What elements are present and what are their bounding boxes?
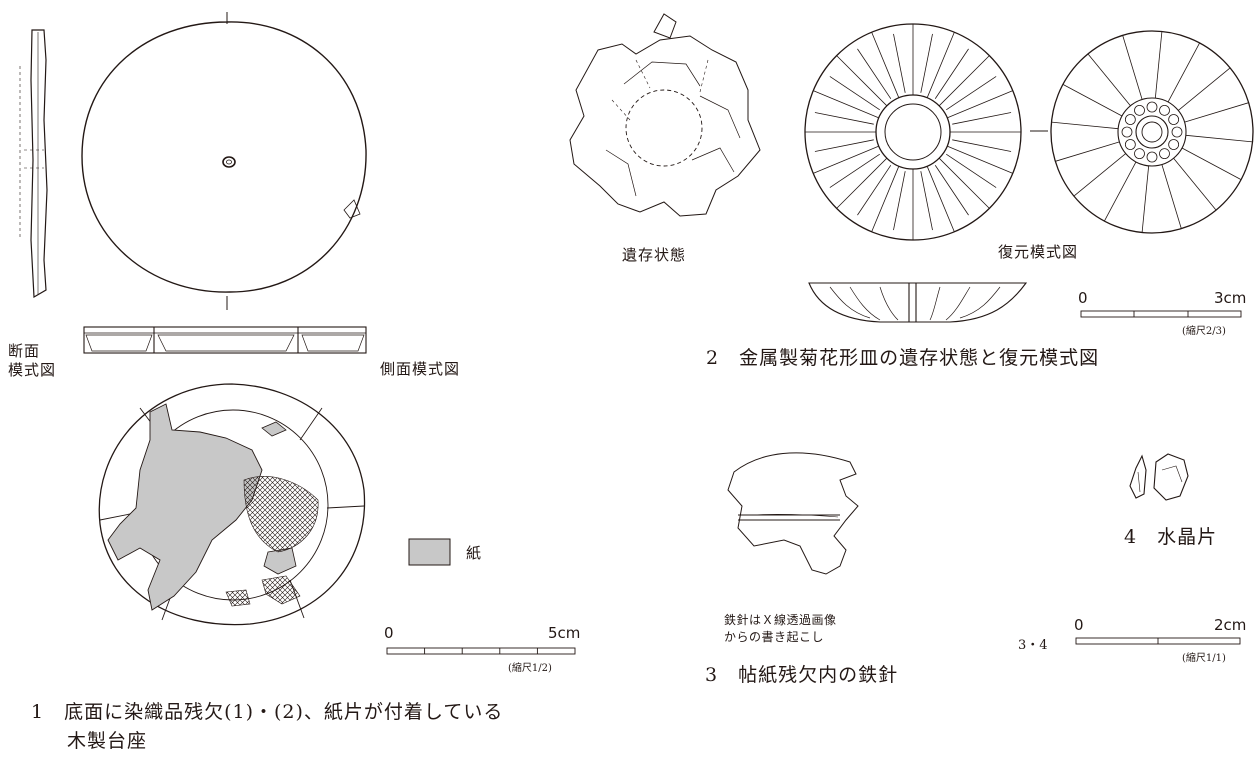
- scale-3cm-ratio: (縮尺2/3): [1182, 326, 1226, 337]
- petal-line: [814, 139, 874, 152]
- scale-bar-5cm: [386, 647, 576, 655]
- scale-5cm-ratio: (縮尺1/2): [508, 663, 552, 674]
- chrysanthemum-dish-reconstruction-bottom: [1050, 30, 1254, 234]
- petal-line: [1184, 102, 1249, 123]
- scale-2cm-ratio: (縮尺1/1): [1182, 653, 1226, 664]
- chrysanthemum-dish-reconstruction-top: [804, 23, 1022, 241]
- petal-line: [1122, 35, 1143, 100]
- side-view-label: 側面模式図: [380, 360, 461, 378]
- petal-line: [1055, 141, 1120, 162]
- figure1-caption-line2: 木製台座: [67, 730, 148, 752]
- petal-line: [813, 90, 879, 119]
- petal-line: [938, 55, 990, 107]
- needle-note-line2: からの書き起こし: [724, 630, 825, 644]
- scale-2cm-max: 2cm: [1214, 616, 1247, 634]
- petal-line: [1185, 134, 1253, 143]
- petal-line: [871, 166, 900, 232]
- petal-line: [934, 165, 969, 216]
- center-petal: [1146, 101, 1158, 113]
- scale-bar-2cm: [1075, 637, 1241, 645]
- scale-3cm-max: 3cm: [1214, 289, 1247, 307]
- scale-5cm-zero: 0: [384, 624, 394, 642]
- petal-line: [893, 33, 906, 93]
- center-petal: [1159, 148, 1170, 160]
- petal-line: [1051, 121, 1119, 130]
- wooden-pedestal-side-view: [83, 326, 367, 354]
- scale-bar-3cm: [1080, 310, 1242, 318]
- center-petal: [1168, 114, 1180, 125]
- reconstruction-label: 復元模式図: [998, 243, 1079, 261]
- wooden-pedestal-bottom-view: [98, 383, 366, 626]
- center-petal: [1134, 104, 1145, 116]
- petal-line: [814, 112, 874, 125]
- petal-line: [920, 171, 933, 231]
- section-label-2: 模式図: [8, 361, 57, 379]
- petal-line: [1161, 164, 1182, 229]
- legend-paper-swatch: [408, 538, 451, 566]
- petal-line: [947, 145, 1013, 174]
- petal-line: [1087, 53, 1131, 106]
- petal-line: [1167, 42, 1200, 103]
- petal-line: [1154, 31, 1163, 99]
- petal-line: [934, 48, 969, 99]
- petal-line: [829, 153, 880, 188]
- petal-line: [926, 32, 955, 98]
- petal-line: [1173, 158, 1217, 211]
- scale-2cm-prefix: 3・4: [1018, 638, 1048, 653]
- petal-line: [893, 171, 906, 231]
- petal-line: [946, 76, 997, 111]
- scale-5cm-max: 5cm: [548, 624, 581, 642]
- petal-line: [938, 157, 990, 209]
- petal-line: [1178, 67, 1231, 111]
- figure3-caption: 3 帖紙残欠内の鉄針: [705, 664, 899, 686]
- center-petal: [1134, 148, 1145, 160]
- petal-line: [836, 157, 888, 209]
- petal-line: [1062, 84, 1123, 117]
- scale-2cm-zero: 0: [1074, 616, 1084, 634]
- wooden-pedestal-top-view: [81, 12, 367, 310]
- petal-line: [857, 48, 892, 99]
- petal-line: [1073, 153, 1126, 197]
- petal-line: [947, 90, 1013, 119]
- petal-line: [920, 33, 933, 93]
- petal-line: [952, 139, 1012, 152]
- center-petal: [1121, 126, 1133, 138]
- center-petal: [1168, 139, 1180, 150]
- legend-paper-label: 紙: [466, 544, 483, 562]
- center-petal: [1124, 114, 1136, 125]
- petal-line: [857, 165, 892, 216]
- petal-line: [946, 153, 997, 188]
- figure2-caption: 2 金属製菊花形皿の遺存状態と復元模式図: [706, 347, 1100, 369]
- petal-line: [1181, 147, 1242, 180]
- petal-line: [829, 76, 880, 111]
- petal-line: [871, 32, 900, 98]
- center-petal: [1124, 139, 1136, 150]
- wooden-pedestal-cross-section: [19, 29, 48, 299]
- state-label: 遺存状態: [622, 246, 687, 264]
- petal-line: [836, 55, 888, 107]
- needle-note-line1: 鉄針はＸ線透過画像: [724, 613, 837, 627]
- chrysanthemum-dish-fragments: [569, 13, 761, 217]
- petal-line: [952, 112, 1012, 125]
- crystal-fragments: [1129, 453, 1189, 501]
- figure4-caption: 4 水晶片: [1124, 526, 1218, 548]
- petal-line: [813, 145, 879, 174]
- petal-line: [1141, 165, 1150, 233]
- section-label: 断面: [8, 342, 41, 360]
- center-petal: [1159, 104, 1170, 116]
- petal-line: [1104, 161, 1137, 222]
- figure1-caption-line1: 1 底面に染織品残欠(1)・(2)、紙片が付着している: [31, 701, 504, 723]
- center-petal: [1171, 126, 1183, 138]
- center-petal: [1146, 151, 1158, 163]
- chrysanthemum-dish-side-view: [808, 282, 1028, 323]
- paper-fragment-with-iron-needle: [727, 452, 859, 575]
- petal-line: [926, 166, 955, 232]
- scale-3cm-zero: 0: [1078, 289, 1088, 307]
